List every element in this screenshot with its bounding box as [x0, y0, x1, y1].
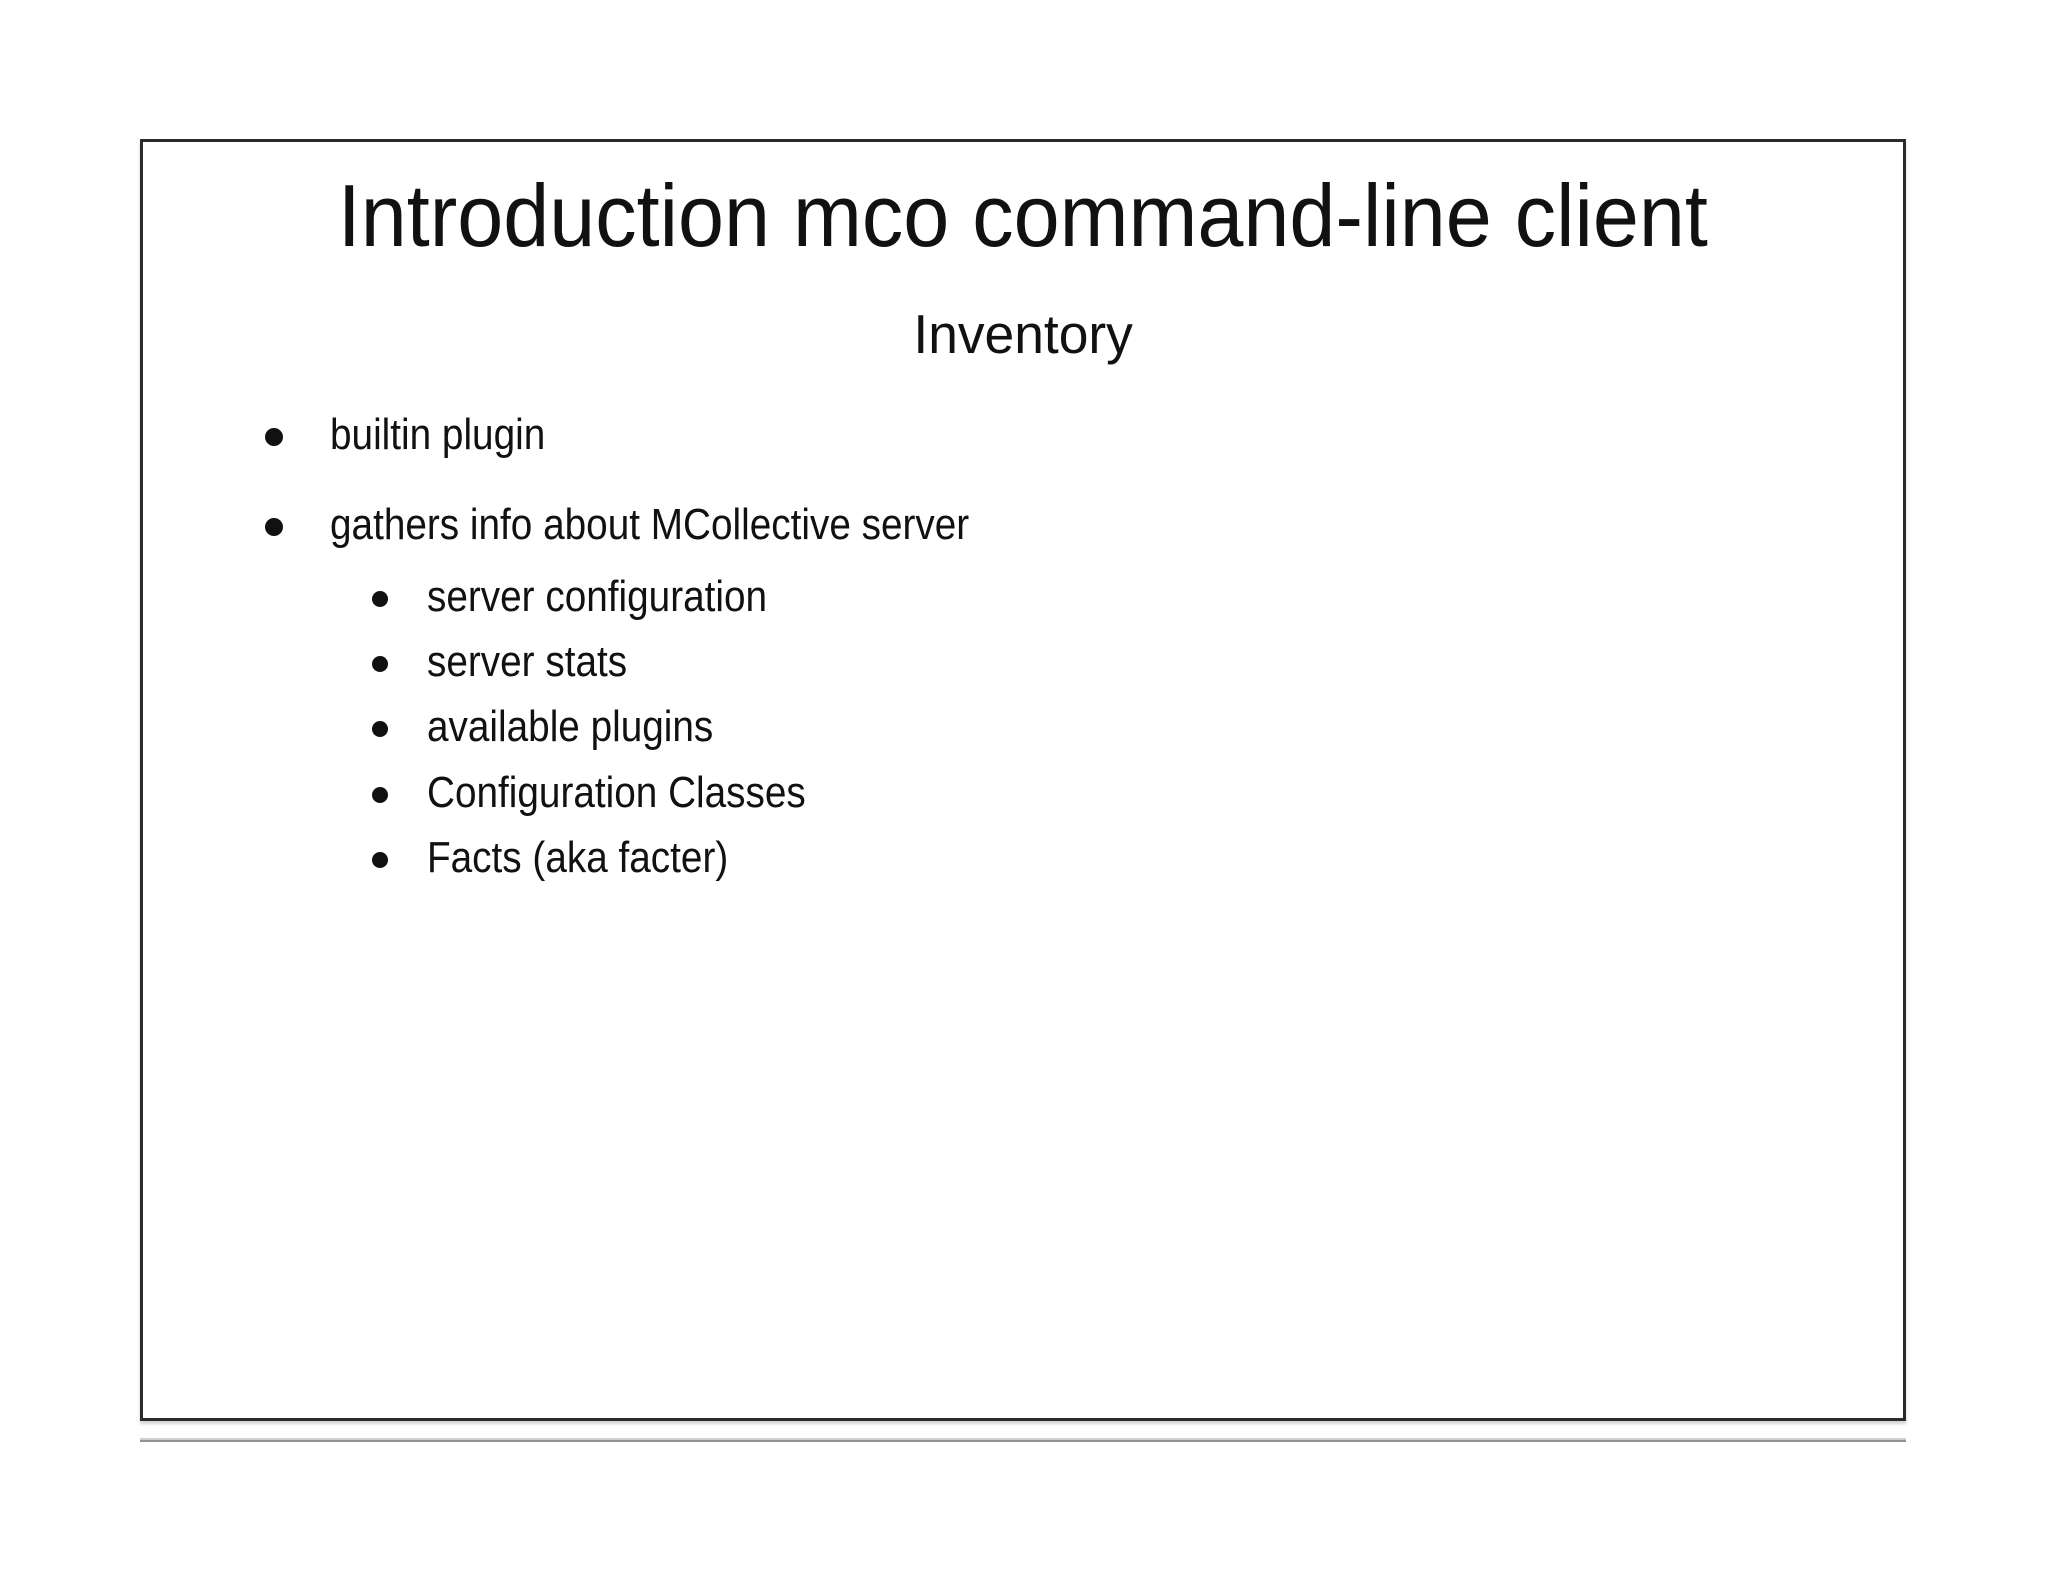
- bullet-dot-icon: [265, 428, 283, 446]
- list-item: builtin plugin: [265, 413, 575, 457]
- list-item: server stats: [372, 640, 654, 684]
- bullet-dot-icon: [372, 591, 388, 607]
- bullet-dot-icon: [265, 518, 283, 536]
- bullet-label: Facts (aka facter): [427, 833, 729, 882]
- bullet-label: gathers info about MCollective server: [330, 500, 970, 549]
- bullet-label: Configuration Classes: [427, 768, 806, 817]
- list-item: Configuration Classes: [372, 771, 857, 815]
- page-separator-line: [140, 1438, 1906, 1442]
- slide-subtitle-text: Inventory: [913, 303, 1133, 365]
- bullet-label: server stats: [427, 637, 628, 686]
- slide-canvas: [140, 139, 1906, 1421]
- bullet-dot-icon: [372, 787, 388, 803]
- slide-title: Introduction mco command-line client: [140, 172, 1906, 260]
- slide-title-text: Introduction mco command-line client: [337, 166, 1709, 265]
- list-item: gathers info about MCollective server: [265, 503, 1056, 547]
- bullet-label: server configuration: [427, 572, 768, 621]
- list-item: available plugins: [372, 705, 752, 749]
- bullet-dot-icon: [372, 721, 388, 737]
- list-item: server configuration: [372, 575, 813, 619]
- list-item: Facts (aka facter): [372, 836, 769, 880]
- bullet-label: builtin plugin: [330, 410, 546, 459]
- bullet-label: available plugins: [427, 702, 714, 751]
- bullet-dot-icon: [372, 656, 388, 672]
- slide-subtitle: Inventory: [140, 307, 1906, 362]
- bullet-dot-icon: [372, 852, 388, 868]
